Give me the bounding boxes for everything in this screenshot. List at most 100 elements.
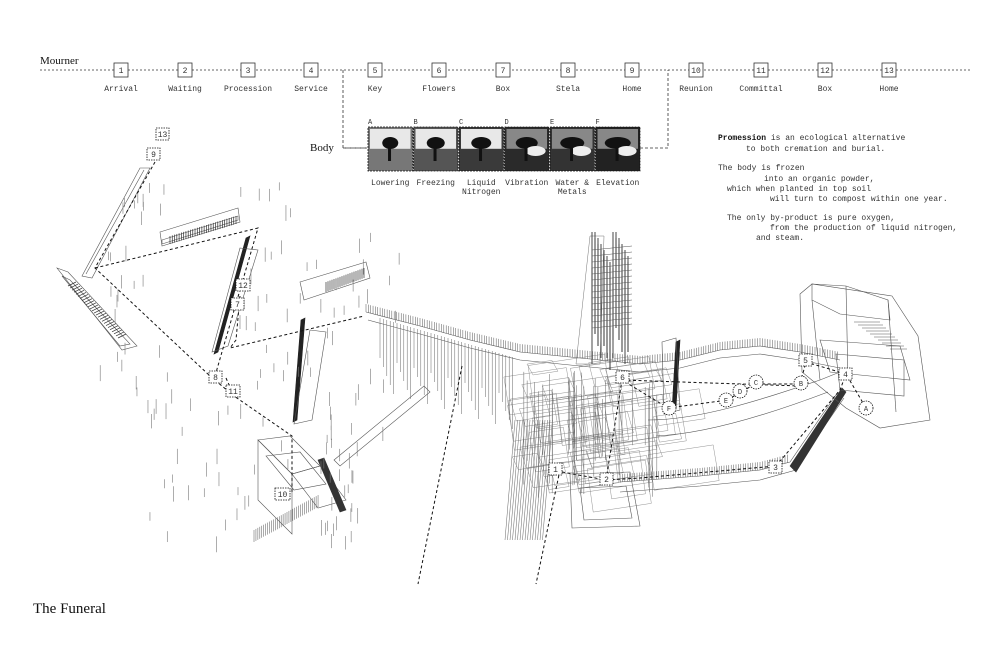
mourner-step-box [303, 62, 319, 78]
svg-text:13: 13 [158, 131, 168, 140]
mourner-step-number: 1 [119, 67, 124, 76]
plan-marker-1: 1 [548, 462, 563, 476]
body-step-letter: B [414, 119, 418, 127]
svg-text:F: F [667, 406, 671, 414]
body-step-image-splash [616, 146, 637, 156]
body-step-label: Metals [558, 188, 587, 197]
mourner-step-box [240, 62, 256, 78]
svg-text:4: 4 [843, 371, 848, 380]
plan-marker-4: 4 [838, 367, 853, 381]
body-step-label: Lowering [371, 179, 410, 188]
mourner-step-box [881, 62, 897, 78]
plan-marker-12: 12 [235, 278, 251, 292]
svg-text:D: D [738, 389, 742, 397]
body-step-B: B Freezing [413, 119, 459, 188]
mourner-step-box [495, 62, 511, 78]
mourner-step-label: Home [879, 85, 898, 94]
mourner-label: Mourner [40, 55, 79, 67]
mourner-step-label: Reunion [679, 85, 713, 94]
mourner-step-label: Stela [556, 85, 580, 94]
body-step-image-stem [479, 147, 483, 161]
description-line-1: is an ecological alternative [766, 134, 905, 143]
body-step-image-splash [525, 146, 546, 156]
description-line-7: The only by-product is pure oxygen, [727, 214, 895, 223]
svg-text:2: 2 [604, 476, 609, 485]
svg-text:B: B [799, 381, 803, 389]
body-step-letter: F [596, 119, 600, 127]
body-step-label: Elevation [596, 179, 639, 188]
body-step-label: Water & [555, 179, 589, 188]
body-step-letter: A [368, 119, 373, 127]
body-step-image-figure [604, 137, 631, 149]
body-step-image-stem [570, 147, 574, 161]
mourner-step-number: 4 [309, 67, 314, 76]
plan-marker-D: D [732, 383, 748, 399]
mourner-step-box [688, 62, 704, 78]
mourner-step-box [817, 62, 833, 78]
middle-ramp [333, 385, 431, 467]
mourner-step-label: Box [496, 85, 511, 94]
body-step-label: Freezing [417, 179, 456, 188]
description-line-2: to both cremation and burial. [746, 145, 885, 154]
plan-marker-9: 9 [146, 147, 161, 161]
svg-text:6: 6 [620, 374, 625, 383]
page-title: The Funeral [33, 601, 106, 617]
plan-marker-10: 10 [274, 487, 291, 501]
svg-text:Promession is an ecological al: Promession is an ecological alternative [718, 134, 905, 143]
svg-text:7: 7 [235, 301, 240, 310]
mourner-step-number: 8 [566, 67, 571, 76]
body-step-D: D Vibration [504, 119, 550, 188]
svg-text:E: E [724, 398, 728, 406]
mourner-step-box [431, 62, 447, 78]
mourner-step-label: Committal [739, 85, 782, 94]
upper-wall [159, 207, 241, 247]
body-step-E: E Water &Metals [549, 119, 595, 197]
inner-path [647, 371, 841, 421]
axonometric-landscape [56, 167, 931, 553]
body-step-image-figure [426, 137, 445, 149]
description-line-6: will turn to compost within one year. [770, 195, 948, 204]
mourner-step-number: 13 [884, 67, 894, 76]
plan-marker-C: C [748, 374, 764, 390]
svg-text:C: C [754, 380, 758, 388]
mourner-step-label: Procession [224, 85, 272, 94]
svg-text:12: 12 [238, 282, 248, 291]
mourner-step-number: 5 [373, 67, 378, 76]
left-diagonal-wall [81, 167, 151, 279]
body-step-letter: E [550, 119, 554, 127]
mourner-step-number: 7 [501, 67, 506, 76]
body-step-image-figure [382, 137, 399, 149]
mourner-steps: 1Arrival2Waiting3Procession4Service5Key6… [104, 62, 899, 94]
body-label: Body [310, 142, 334, 154]
body-step-letter: D [505, 119, 509, 127]
plan-marker-2: 2 [599, 472, 614, 486]
left-slab [56, 267, 138, 351]
mourner-step-box [624, 62, 640, 78]
mourner-step-label: Home [622, 85, 641, 94]
mourner-step-number: 11 [756, 67, 766, 76]
description-line-4: into an organic powder, [764, 175, 874, 184]
plan-marker-8: 8 [208, 370, 223, 384]
plan-marker-F: F [661, 400, 677, 416]
svg-text:9: 9 [151, 151, 156, 160]
plan-marker-3: 3 [768, 460, 783, 474]
svg-text:5: 5 [803, 357, 808, 366]
description-line-3: The body is frozen [718, 164, 805, 173]
plan-marker-5: 5 [798, 353, 813, 367]
mourner-step-number: 12 [820, 67, 830, 76]
mourner-step-box [177, 62, 193, 78]
body-step-label: Vibration [505, 179, 548, 188]
lower-bridge [619, 387, 847, 493]
plan-marker-B: B [793, 375, 809, 391]
svg-text:8: 8 [213, 374, 218, 383]
description-line-8: from the production of liquid nitrogen, [770, 224, 957, 233]
body-step-image-stem [388, 147, 392, 161]
